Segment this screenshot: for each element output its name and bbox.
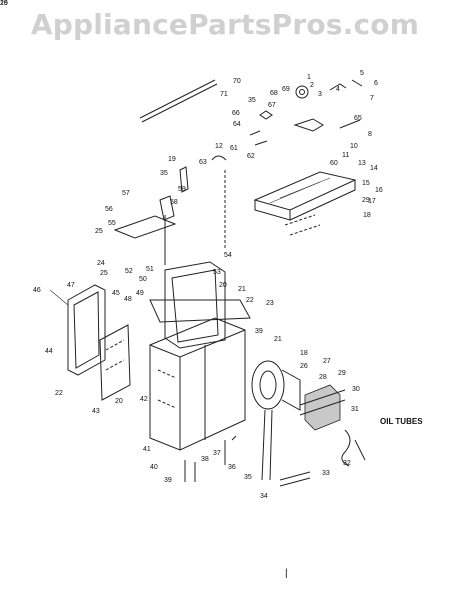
footer-mark: |	[285, 568, 288, 579]
part-number-label: 43	[92, 408, 100, 415]
part-number-label: 60	[330, 160, 338, 167]
part-number-label: 62	[247, 153, 255, 160]
part-number-label: 50	[139, 276, 147, 283]
part-number-label: 19	[0, 0, 8, 7]
part-number-label: 27	[323, 358, 331, 365]
lower-rods	[261, 409, 311, 487]
part-number-label: 57	[122, 190, 130, 197]
part-number-label: 13	[358, 160, 366, 167]
back-panel-frame	[149, 261, 251, 349]
part-number-label: 54	[224, 252, 232, 259]
part-number-label: 3	[318, 91, 322, 98]
part-number-label: 58	[170, 199, 178, 206]
part-number-label: 36	[228, 464, 236, 471]
part-number-label: 35	[160, 170, 168, 177]
part-number-label: 8	[368, 131, 372, 138]
part-number-label: 47	[67, 282, 75, 289]
part-number-label: 6	[374, 80, 378, 87]
part-number-label: 52	[125, 268, 133, 275]
part-number-label: 10	[350, 143, 358, 150]
part-number-label: 31	[351, 406, 359, 413]
part-number-label: 51	[146, 266, 154, 273]
main-cabinet	[149, 317, 246, 451]
part-number-label: 37	[213, 450, 221, 457]
part-number-label: 67	[268, 102, 276, 109]
part-number-label: 7	[370, 95, 374, 102]
part-number-label: 21	[274, 336, 282, 343]
part-number-label: 18	[363, 212, 371, 219]
part-number-label: 22	[246, 297, 254, 304]
part-number-label: 29	[338, 370, 346, 377]
part-number-label: 68	[270, 90, 278, 97]
part-number-label: 42	[140, 396, 148, 403]
part-number-label: 40	[150, 464, 158, 471]
part-number-label: 28	[319, 374, 327, 381]
part-number-label: 49	[136, 290, 144, 297]
part-number-label: 44	[45, 348, 53, 355]
part-number-label: 39	[255, 328, 263, 335]
part-number-label: 66	[232, 110, 240, 117]
part-number-label: 35	[248, 97, 256, 104]
part-number-label: 69	[282, 86, 290, 93]
part-number-label: 26	[0, 0, 8, 7]
part-number-label: 4	[336, 86, 340, 93]
part-number-label: 22	[55, 390, 63, 397]
part-number-label: 21	[238, 286, 246, 293]
part-number-label: 29	[362, 197, 370, 204]
part-number-label: 5	[360, 70, 364, 77]
part-number-label: 32	[343, 460, 351, 467]
part-number-label: 25	[100, 270, 108, 277]
upper-right-hardware	[249, 79, 363, 146]
part-number-label: 34	[260, 493, 268, 500]
part-number-label: 12	[215, 143, 223, 150]
left-bracket	[99, 324, 131, 401]
part-number-label: 38	[201, 456, 209, 463]
part-number-label: 33	[322, 470, 330, 477]
part-number-label: 56	[105, 206, 113, 213]
part-number-label: 17	[368, 198, 376, 205]
oil-tubes-callout: OIL TUBES	[380, 417, 423, 426]
part-number-label: 30	[352, 386, 360, 393]
part-number-label: 64	[233, 121, 241, 128]
part-number-label: 48	[124, 296, 132, 303]
part-number-label: 46	[33, 287, 41, 294]
part-number-label: 71	[220, 91, 228, 98]
part-number-label: 24	[97, 260, 105, 267]
part-number-label: 20	[115, 398, 123, 405]
part-number-label: 20	[219, 282, 227, 289]
blower-wheel	[251, 360, 301, 411]
part-number-label: 70	[233, 78, 241, 85]
part-number-label: 63	[199, 159, 207, 166]
part-number-label: 65	[354, 115, 362, 122]
part-number-label: 26	[300, 363, 308, 370]
part-number-label: 55	[108, 220, 116, 227]
part-number-label: 39	[164, 477, 172, 484]
part-number-label: 2	[310, 82, 314, 89]
part-number-label: 25	[95, 228, 103, 235]
motor-assembly	[299, 384, 366, 467]
top-rod	[139, 79, 218, 123]
part-number-label: 14	[370, 165, 378, 172]
part-number-label: 35	[244, 474, 252, 481]
small-parts-left	[113, 166, 189, 265]
part-number-label: 59	[178, 186, 186, 193]
part-number-label: 11	[342, 152, 350, 159]
part-number-label: 53	[213, 269, 221, 276]
heater-plate	[253, 171, 357, 236]
bottom-hardware	[184, 435, 237, 482]
part-number-label: 18	[300, 350, 308, 357]
vertical-strut	[211, 155, 227, 250]
part-number-label: 16	[375, 187, 383, 194]
part-number-label: 19	[168, 156, 176, 163]
part-number-label: 41	[143, 446, 151, 453]
part-number-label: 45	[112, 290, 120, 297]
part-number-label: 61	[230, 145, 238, 152]
watermark-logo: AppliancePartsPros.com	[30, 8, 420, 41]
part-number-label: 15	[362, 180, 370, 187]
part-number-label: 23	[266, 300, 274, 307]
left-door-panel	[49, 284, 106, 376]
part-number-label: 1	[307, 74, 311, 81]
